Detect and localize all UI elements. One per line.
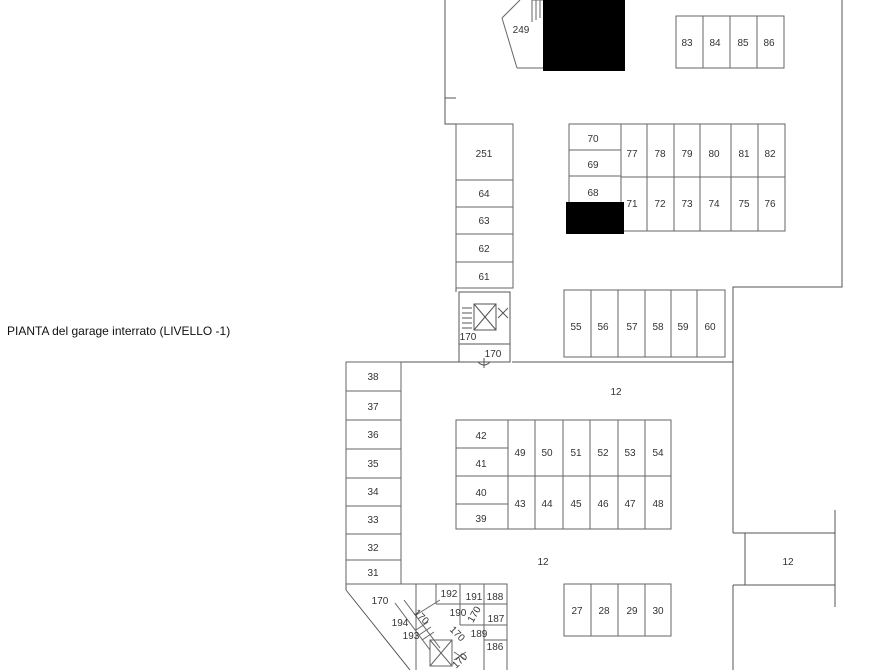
blocked-area-mid — [566, 202, 624, 234]
central-stair — [458, 291, 511, 368]
space-79: 79 — [681, 149, 693, 160]
space-75: 75 — [738, 199, 750, 210]
space-63: 63 — [478, 216, 490, 227]
row-55-60 — [563, 289, 726, 358]
area-170-b1: 170 — [411, 607, 431, 627]
space-49: 49 — [514, 448, 526, 459]
space-53: 53 — [624, 448, 636, 459]
space-35: 35 — [367, 459, 379, 470]
outer-walls — [345, 0, 843, 670]
space-27: 27 — [571, 606, 583, 617]
space-61: 61 — [478, 272, 490, 283]
space-59: 59 — [677, 322, 689, 333]
plan-caption: PIANTA del garage interrato (LIVELLO -1) — [7, 324, 231, 338]
space-56: 56 — [597, 322, 609, 333]
space-40: 40 — [475, 488, 487, 499]
space-46: 46 — [597, 499, 609, 510]
space-50: 50 — [541, 448, 553, 459]
space-74: 74 — [708, 199, 720, 210]
space-30: 30 — [652, 606, 664, 617]
space-62: 62 — [478, 244, 490, 255]
space-45: 45 — [570, 499, 582, 510]
space-54: 54 — [652, 448, 664, 459]
space-84: 84 — [709, 38, 721, 49]
area-12-mid: 12 — [537, 557, 549, 568]
space-43: 43 — [514, 499, 526, 510]
space-31: 31 — [367, 568, 379, 579]
space-189: 189 — [471, 629, 488, 640]
space-249: 249 — [513, 25, 530, 36]
space-70: 70 — [587, 134, 599, 145]
space-188: 188 — [487, 592, 504, 603]
space-32: 32 — [367, 543, 379, 554]
space-68: 68 — [587, 188, 599, 199]
space-73: 73 — [681, 199, 693, 210]
space-39: 39 — [475, 514, 487, 525]
space-72: 72 — [654, 199, 666, 210]
corridor-area-170: 170 — [485, 349, 502, 360]
row-83-86 — [675, 15, 785, 69]
area-170-b4: 170 — [450, 651, 470, 670]
space-34: 34 — [367, 487, 379, 498]
space-80: 80 — [708, 149, 720, 160]
space-194: 194 — [392, 618, 409, 629]
space-37: 37 — [367, 402, 379, 413]
space-69: 69 — [587, 160, 599, 171]
space-33: 33 — [367, 515, 379, 526]
stair-area-170: 170 — [460, 332, 477, 343]
space-55: 55 — [570, 322, 582, 333]
space-29: 29 — [626, 606, 638, 617]
blocked-area-top — [543, 0, 625, 71]
space-44: 44 — [541, 499, 553, 510]
space-38: 38 — [367, 372, 379, 383]
space-193: 193 — [403, 631, 420, 642]
space-41: 41 — [475, 459, 487, 470]
space-76: 76 — [764, 199, 776, 210]
area-170-b2: 170 — [466, 604, 484, 624]
block-68-82 — [568, 123, 786, 232]
space-85: 85 — [737, 38, 749, 49]
space-48: 48 — [652, 499, 664, 510]
space-64: 64 — [478, 189, 490, 200]
space-187: 187 — [488, 614, 505, 625]
space-58: 58 — [652, 322, 664, 333]
block-39-54 — [455, 419, 672, 530]
space-81: 81 — [738, 149, 750, 160]
space-42: 42 — [475, 431, 487, 442]
space-28: 28 — [598, 606, 610, 617]
space-192: 192 — [441, 589, 458, 600]
area-12-right: 12 — [782, 557, 794, 568]
space-51: 51 — [570, 448, 582, 459]
column-61-251 — [455, 123, 514, 289]
space-60: 60 — [704, 322, 716, 333]
row-27-30 — [563, 583, 672, 637]
space-52: 52 — [597, 448, 609, 459]
space-186: 186 — [487, 642, 504, 653]
top-stair — [501, 0, 543, 69]
space-36: 36 — [367, 430, 379, 441]
area-170-b3: 170 — [447, 624, 467, 644]
space-71: 71 — [626, 199, 638, 210]
area-170-bottom: 170 — [372, 596, 389, 607]
space-83: 83 — [681, 38, 693, 49]
area-12-top: 12 — [610, 387, 622, 398]
bottom-stair-block — [346, 583, 508, 670]
space-86: 86 — [763, 38, 775, 49]
space-251: 251 — [476, 149, 493, 160]
space-82: 82 — [764, 149, 776, 160]
space-190: 190 — [450, 608, 467, 619]
space-78: 78 — [654, 149, 666, 160]
space-57: 57 — [626, 322, 638, 333]
space-47: 47 — [624, 499, 636, 510]
space-77: 77 — [626, 149, 638, 160]
space-191: 191 — [466, 592, 483, 603]
